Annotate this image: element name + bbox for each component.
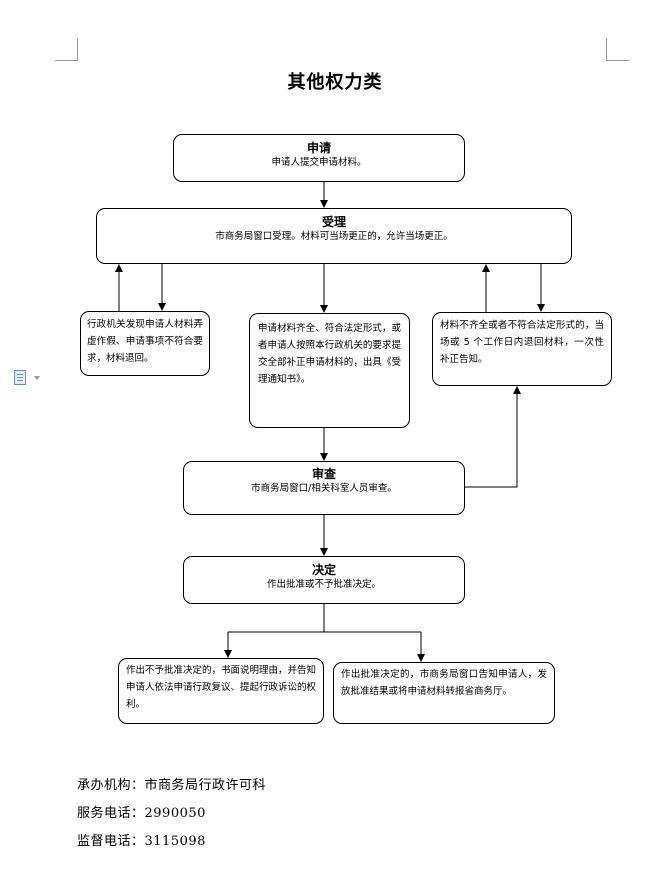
node-decide: 决定 作出批准或不予批准决定。 bbox=[183, 556, 465, 604]
node-accept-text: 市商务局窗口受理。材料可当场更正的，允许当场更正。 bbox=[215, 231, 453, 242]
node-reject-text: 行政机关发现申请人材料弄虚作假、申请事项不符合要求，材料退回。 bbox=[87, 319, 203, 364]
node-apply-title: 申请 bbox=[306, 141, 331, 155]
node-decide-text: 作出批准或不予批准决定。 bbox=[266, 579, 381, 590]
node-review: 审查 市商务局窗口/相关科室人员审查。 bbox=[183, 461, 465, 515]
footer-service-phone: 服务电话：2990050 bbox=[77, 806, 206, 821]
footer-supervise-phone: 监督电话：3115098 bbox=[77, 834, 206, 849]
document-icon[interactable] bbox=[14, 370, 26, 385]
page-title: 其他权力类 bbox=[287, 72, 383, 93]
page-corner-left-icon bbox=[55, 38, 78, 61]
node-approve: 作出批准决定的，市商务局窗口告知申请人，发放批准结果或将申请材料转报省商务厅。 bbox=[333, 662, 555, 724]
arrow-review-to-incomplete bbox=[465, 386, 521, 488]
node-deny-text: 作出不予批准决定的，书面说明理由，并告知申请人依法申请行政复议、提起行政诉讼的权… bbox=[126, 665, 317, 710]
dropdown-arrow-icon[interactable] bbox=[34, 376, 40, 380]
node-apply: 申请 申请人提交申请材料。 bbox=[173, 134, 465, 182]
node-incomplete-text: 材料不齐全或者不符合法定形式的，当场或 5 个工作日内退回材料，一次性补正告知。 bbox=[440, 320, 604, 365]
node-incomplete: 材料不齐全或者不符合法定形式的，当场或 5 个工作日内退回材料，一次性补正告知。 bbox=[432, 312, 612, 386]
node-apply-text: 申请人提交申请材料。 bbox=[271, 157, 367, 168]
node-complete: 申请材料齐全、符合法定形式，或者申请人按照本行政机关的要求提交全部补正申请材料的… bbox=[249, 313, 410, 428]
node-review-text: 市商务局窗口/相关科室人员审查。 bbox=[251, 483, 397, 494]
node-accept: 受理 市商务局窗口受理。材料可当场更正的，允许当场更正。 bbox=[96, 208, 572, 264]
node-review-title: 审查 bbox=[311, 467, 336, 481]
footer-agency: 承办机构：市商务局行政许可科 bbox=[77, 778, 267, 793]
page-corner-right-icon bbox=[606, 38, 629, 61]
node-decide-title: 决定 bbox=[311, 563, 336, 577]
node-accept-title: 受理 bbox=[321, 215, 346, 229]
node-complete-text: 申请材料齐全、符合法定形式，或者申请人按照本行政机关的要求提交全部补正申请材料的… bbox=[258, 323, 401, 385]
node-approve-text: 作出批准决定的，市商务局窗口告知申请人，发放批准结果或将申请材料转报省商务厅。 bbox=[341, 669, 547, 697]
node-deny: 作出不予批准决定的，书面说明理由，并告知申请人依法申请行政复议、提起行政诉讼的权… bbox=[118, 658, 324, 724]
node-reject: 行政机关发现申请人材料弄虚作假、申请事项不符合要求，材料退回。 bbox=[80, 311, 210, 376]
